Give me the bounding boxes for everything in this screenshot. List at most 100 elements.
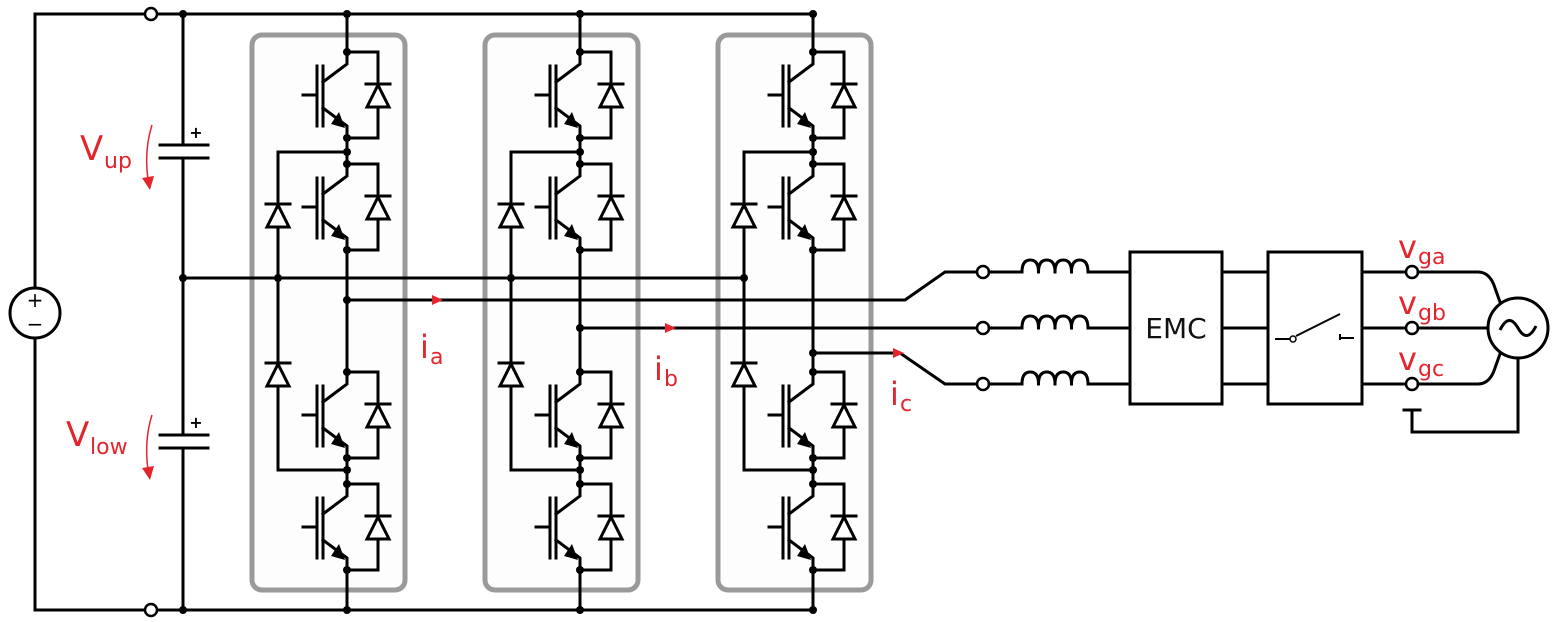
junction-dot [343, 160, 351, 168]
junction-dot [576, 566, 584, 574]
emc-filter-box [1128, 250, 1224, 406]
current-arrow-b [665, 323, 676, 333]
igbt-switch [301, 368, 392, 462]
junction-dot [343, 368, 351, 376]
junction-dot [343, 454, 351, 462]
svg-text:c: c [900, 392, 912, 417]
grid-terminal-b [1404, 320, 1420, 336]
junction-dot [809, 566, 817, 574]
diode-icon [264, 201, 292, 229]
current-arrow-a [432, 295, 443, 305]
junction-dot [809, 160, 817, 168]
svg-text:+: + [189, 123, 202, 142]
leg-c [730, 10, 858, 614]
dc-terminal-bottom [143, 602, 159, 618]
diode-icon [730, 360, 758, 388]
leg-a [264, 10, 392, 614]
junction-dot [809, 454, 817, 462]
output-wiring [343, 270, 979, 386]
junction-dot [343, 134, 351, 142]
igbt-switch [767, 480, 858, 574]
svg-text:low: low [90, 435, 128, 460]
junction-dot [179, 606, 187, 614]
igbt-switch [534, 48, 625, 142]
grid-breaker-box [1266, 250, 1364, 406]
dc-source: + − [8, 286, 62, 340]
junction-dot [576, 246, 584, 254]
igbt-switch [767, 48, 858, 142]
junction-dot [576, 454, 584, 462]
leg-a-module [249, 32, 408, 593]
svg-text:i: i [654, 350, 663, 388]
svg-text:b: b [664, 367, 678, 392]
junction-dot [809, 466, 817, 474]
junction-dot [343, 480, 351, 488]
clamp-diodes [730, 150, 758, 472]
junction-dot [343, 148, 351, 156]
inverter-terminal-a [975, 264, 991, 280]
igbt-switch [301, 48, 392, 142]
svg-text:gc: gc [1418, 357, 1444, 382]
clamp-diodes [264, 150, 292, 472]
igbt-switch [534, 480, 625, 574]
inverter-terminal-c [975, 376, 991, 392]
junction-dot [343, 466, 351, 474]
junction-dot [343, 48, 351, 56]
i-c-label: i c [890, 375, 912, 417]
junction-dot [576, 48, 584, 56]
junction-dot [179, 274, 187, 282]
phase-c-wire [811, 351, 979, 386]
junction-dot [809, 606, 817, 614]
diode-icon [597, 193, 625, 221]
svg-text:i: i [420, 328, 429, 366]
junction-dot [576, 160, 584, 168]
junction-dot [343, 10, 351, 18]
dc-bus: + − + + [8, 6, 815, 618]
diode-icon [597, 513, 625, 541]
leg-modules [249, 32, 874, 593]
svg-text:V: V [80, 129, 103, 169]
svg-text:+: + [189, 413, 202, 432]
clamp-diodes [497, 150, 525, 472]
i-b-label: i b [654, 350, 678, 392]
junction-dot [809, 368, 817, 376]
leg-b [497, 10, 625, 614]
igbt-switch [534, 368, 625, 462]
junction-dot [576, 148, 584, 156]
i-a-label: i a [420, 328, 443, 370]
grid-terminal-c [1404, 376, 1420, 392]
svg-text:v: v [1398, 340, 1417, 378]
inverter-terminal-b [975, 320, 991, 336]
grid-terminal-a [1404, 264, 1420, 280]
diode-icon [830, 81, 858, 109]
junction-dot [809, 10, 817, 18]
junction-dot [576, 368, 584, 376]
svg-text:ga: ga [1418, 245, 1445, 270]
current-arrow-c [893, 348, 904, 358]
junction-dot [576, 134, 584, 142]
junction-dot [576, 480, 584, 488]
v-gc-label: v gc [1398, 340, 1444, 382]
junction-dot [343, 566, 351, 574]
v-up-label: V up [80, 124, 154, 190]
junction-dot [576, 324, 584, 332]
svg-text:up: up [104, 149, 132, 174]
diode-icon [497, 360, 525, 388]
dc-terminal-top [143, 6, 159, 22]
junction-dot [179, 10, 187, 18]
phase-a-wire [345, 270, 979, 302]
diode-icon [597, 401, 625, 429]
diode-icon [364, 193, 392, 221]
grid-side [975, 258, 1420, 392]
junction-dot [809, 134, 817, 142]
igbt-switch [767, 368, 858, 462]
diode-icon [364, 81, 392, 109]
inverter-legs [264, 10, 858, 614]
junction-dot [343, 246, 351, 254]
switch-icon [1275, 313, 1354, 343]
igbt-switch [301, 160, 392, 254]
igbt-switch [534, 160, 625, 254]
svg-text:v: v [1398, 228, 1417, 266]
junction-dot [576, 606, 584, 614]
svg-text:a: a [430, 345, 443, 370]
